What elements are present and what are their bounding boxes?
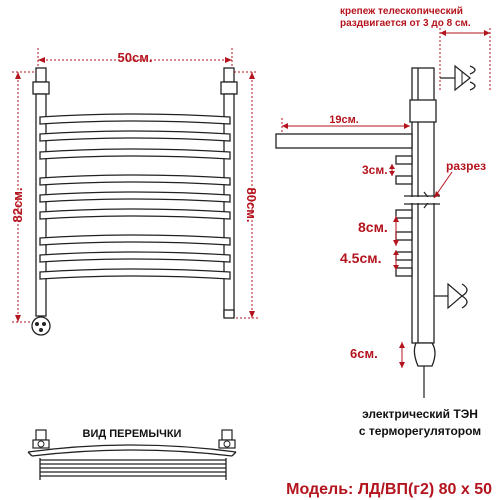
rung [39, 174, 231, 186]
gap-4-5-arrow-bottom [393, 265, 399, 270]
mount-arrow-left [440, 30, 446, 36]
depth-label: 19см. [329, 114, 359, 126]
stub [395, 155, 413, 165]
right-vertical-pipe [223, 93, 235, 317]
side-top-fitting [409, 99, 437, 123]
height-82-arrow-bottom [15, 315, 21, 322]
bridge-view: ВИД ПЕРЕМЫЧКИ [27, 428, 237, 480]
depth-arrow-left [282, 123, 288, 129]
gap-6-arrow-bottom [399, 362, 405, 368]
stub [395, 175, 413, 185]
rung [39, 130, 231, 142]
stub [395, 267, 413, 277]
left-vertical-pipe [35, 93, 47, 317]
width-arrow-right [225, 57, 232, 63]
heater-label-line1: электрический ТЭН [362, 407, 478, 421]
gap-3-arrow-bottom [389, 171, 395, 176]
width-label: 50см. [118, 50, 153, 65]
cut-break-mark [404, 191, 440, 209]
cut-label: разрез [446, 159, 486, 173]
height-80-arrow-top [249, 72, 255, 79]
height-80-arrow-bottom [249, 311, 255, 318]
rung [39, 208, 231, 220]
rung [39, 268, 231, 280]
left-top-cap [35, 67, 47, 83]
gap-6-arrow-top [399, 342, 405, 348]
mount-arrow-right [484, 30, 490, 36]
bridge-rungs [39, 458, 227, 480]
gap-3-arrow-top [389, 164, 395, 169]
heater-element [413, 342, 436, 398]
wall-mount-top [440, 64, 476, 92]
rung [39, 251, 231, 263]
width-arrow-left [38, 57, 45, 63]
rung [39, 234, 231, 246]
height-80-label: 80см. [244, 188, 259, 223]
left-top-fitting [32, 81, 50, 95]
gap-4-5-label: 4.5см. [340, 250, 382, 266]
mount-note-line1: крепеж телескопический [340, 6, 463, 17]
heater-plug [31, 316, 51, 336]
depth-arrow-right [404, 123, 410, 129]
rung [39, 191, 231, 203]
bridge-right-fitting [218, 429, 236, 449]
bridge-arch-top [27, 444, 237, 453]
bridge-view-title: ВИД ПЕРЕМЫЧКИ [83, 428, 182, 440]
stub [395, 231, 413, 241]
stub [395, 209, 413, 219]
gap-6-label: 6см. [350, 346, 378, 361]
bridge-arch-end-left [27, 451, 33, 457]
rungs [39, 113, 231, 280]
stub [395, 251, 413, 261]
gap-8-arrow-bottom [393, 240, 399, 246]
front-view: 50см. [10, 48, 259, 336]
height-82-label: 82см. [10, 188, 25, 223]
heater-label-line2: с терморегулятором [359, 424, 481, 438]
gap-8-arrow-top [393, 216, 399, 222]
side-view: крепеж телескопический раздвигается от 3… [275, 6, 491, 438]
right-top-fitting [220, 81, 238, 95]
rung [39, 148, 231, 160]
right-top-cap [223, 67, 235, 83]
height-82-arrow-top [15, 72, 21, 79]
rung [39, 113, 231, 125]
side-stubs [395, 155, 413, 277]
bridge-arch-end-right [231, 451, 237, 457]
side-top-arm [275, 133, 413, 149]
cut-leader-arrow [434, 191, 440, 198]
gap-4-5-arrow-top [393, 250, 399, 255]
right-bottom-cap [223, 309, 235, 319]
bridge-arch-inner [31, 449, 233, 457]
bridge-left-fitting [32, 429, 50, 449]
gap-3-label: 3см. [362, 163, 388, 177]
wall-mount-bottom [434, 282, 468, 310]
model-label: Модель: ЛД/ВП(г2) 80 х 50 [286, 481, 492, 498]
mount-note-line2: раздвигается от 3 до 8 см. [340, 18, 471, 29]
gap-8-label: 8см. [358, 219, 388, 235]
